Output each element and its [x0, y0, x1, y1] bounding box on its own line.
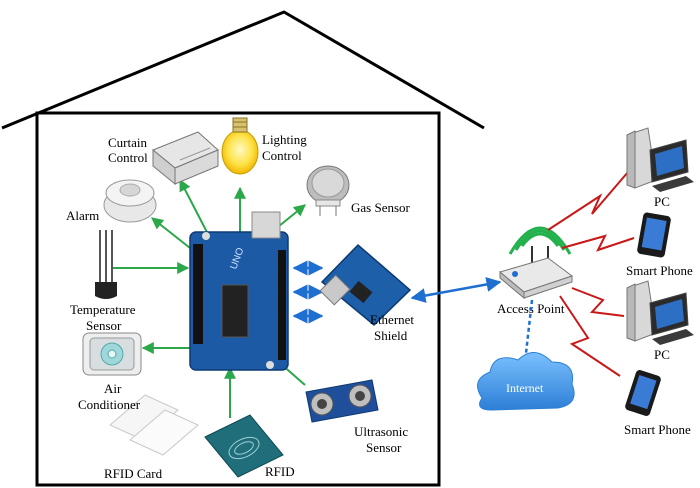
house-roof	[1, 10, 485, 130]
lighting-control-label-1: Lighting	[262, 132, 307, 147]
internet-label: Internet	[506, 381, 544, 395]
wireless-link-phone-bottom	[559, 295, 621, 377]
temperature-sensor-label-1: Temperature	[70, 302, 136, 317]
air-conditioner-label-2: Conditioner	[78, 397, 141, 412]
smart-phone-icon	[637, 212, 671, 258]
ethernet-link	[410, 277, 502, 303]
rfid-card-icon	[109, 394, 199, 456]
curtain-control-label-2: Control	[108, 150, 148, 165]
pc-top-label: PC	[654, 194, 670, 209]
air-conditioner-label-1: Air	[104, 381, 122, 396]
curtain-controller-icon	[152, 131, 219, 186]
ultrasonic-sensor-icon	[305, 379, 379, 423]
pc-bottom-label: PC	[654, 347, 670, 362]
arduino-board-icon: UNO	[189, 211, 289, 371]
temperature-sensor-label-2: Sensor	[86, 318, 122, 333]
smoke-alarm-icon	[103, 179, 157, 223]
smart-phone-top-label: Smart Phone	[626, 263, 693, 278]
rfid-reader-icon	[204, 414, 284, 478]
gas-sensor-icon	[306, 165, 350, 216]
arrow-curtain	[179, 178, 211, 239]
device-labels: Curtain Control Lighting Control Gas Sen…	[66, 132, 414, 481]
rfid-label: RFID	[265, 464, 295, 479]
temperature-sensor-icon	[95, 230, 117, 299]
rfid-card-label: RFID Card	[104, 466, 163, 481]
desktop-pc-icon-bottom	[626, 280, 694, 345]
ultrasonic-sensor-label-1: Ultrasonic	[354, 424, 408, 439]
internet-cloud-icon	[477, 352, 575, 411]
arrow-alarm	[151, 217, 191, 249]
ethernet-shield-icon	[319, 243, 412, 327]
smart-phone-bottom-label: Smart Phone	[624, 422, 691, 437]
gas-sensor-label: Gas Sensor	[351, 200, 411, 215]
wireless-links	[547, 171, 635, 377]
air-conditioner-panel-icon	[82, 332, 142, 376]
wireless-link-pc-bottom	[571, 287, 625, 317]
wireless-link-pc-top	[547, 171, 629, 231]
light-bulb-icon	[221, 117, 259, 175]
wireless-router-icon	[498, 226, 574, 300]
ultrasonic-sensor-label-2: Sensor	[366, 440, 402, 455]
lighting-control-label-2: Control	[262, 148, 302, 163]
shield-arrows	[292, 260, 324, 324]
internet-link	[523, 299, 534, 363]
curtain-control-label-1: Curtain	[108, 135, 147, 150]
smart-phone-icon-bottom	[625, 370, 661, 416]
ethernet-shield-label-1: Ethernet	[370, 312, 414, 327]
wireless-link-phone-top	[561, 234, 635, 252]
alarm-label: Alarm	[66, 208, 99, 223]
desktop-pc-icon	[626, 127, 694, 192]
ethernet-shield-label-2: Shield	[374, 328, 408, 343]
